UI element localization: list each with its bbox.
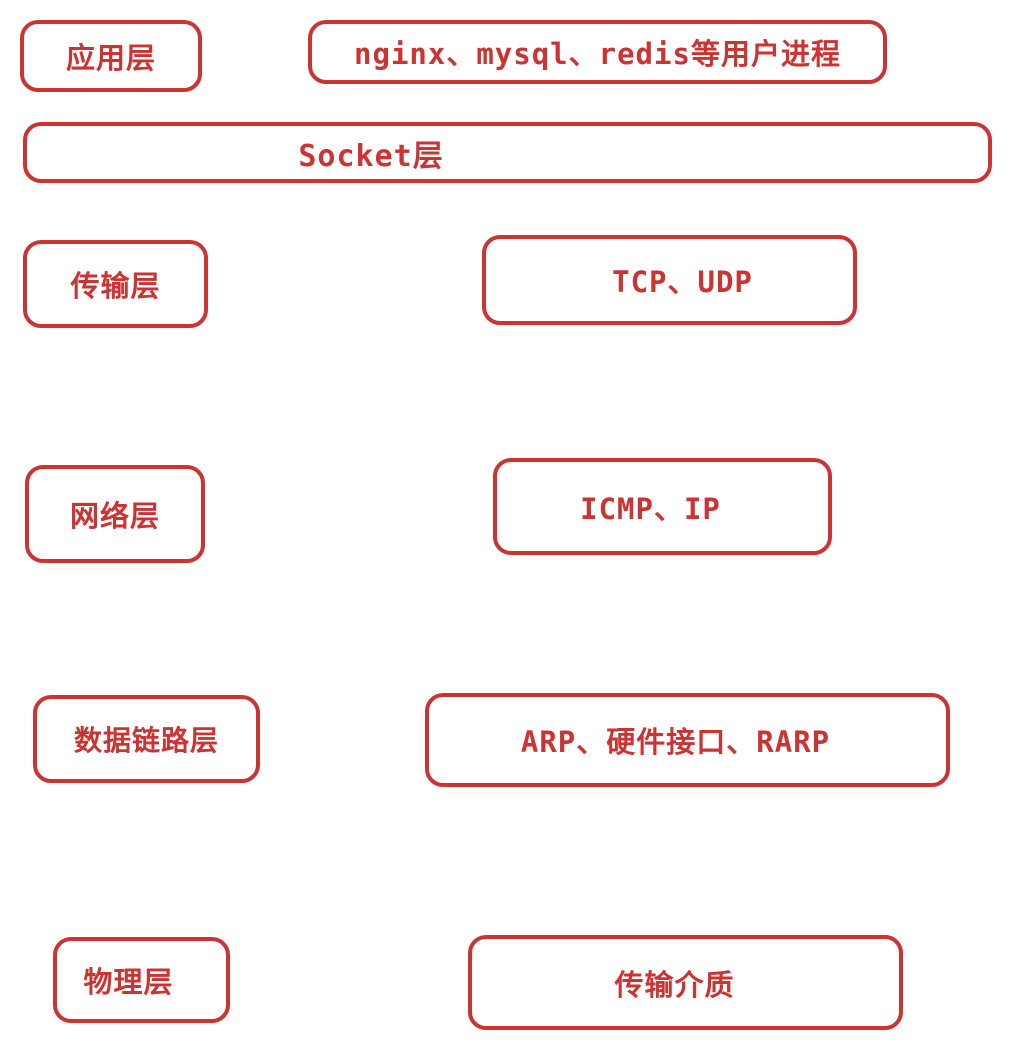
physical-medium-box: 传输介质 — [468, 935, 903, 1030]
transport-protocols-label: TCP、UDP — [612, 265, 753, 299]
network-layer-label: 网络层 — [69, 499, 160, 533]
user-processes-label: nginx、mysql、redis等用户进程 — [354, 37, 841, 71]
user-processes-box: nginx、mysql、redis等用户进程 — [308, 20, 887, 84]
physical-medium-label: 传输介质 — [614, 967, 735, 1002]
application-layer-label: 应用层 — [65, 41, 156, 75]
network-protocols-label: ICMP、IP — [580, 491, 721, 526]
network-layer-box: 网络层 — [25, 465, 205, 563]
datalink-layer-label: 数据链路层 — [73, 724, 219, 757]
transport-layer-label: 传输层 — [70, 269, 161, 303]
socket-layer-label: Socket层 — [298, 138, 444, 174]
transport-protocols-box: TCP、UDP — [482, 235, 857, 325]
network-protocols-box: ICMP、IP — [493, 458, 832, 555]
datalink-protocols-label: ARP、硬件接口、RARP — [520, 725, 831, 759]
datalink-protocols-box: ARP、硬件接口、RARP — [425, 693, 950, 787]
transport-layer-box: 传输层 — [23, 240, 208, 328]
physical-layer-label: 物理层 — [83, 965, 174, 999]
datalink-layer-box: 数据链路层 — [33, 695, 260, 783]
application-layer-box: 应用层 — [20, 20, 202, 92]
socket-layer-box: Socket层 — [23, 122, 992, 183]
physical-layer-box: 物理层 — [53, 937, 230, 1023]
